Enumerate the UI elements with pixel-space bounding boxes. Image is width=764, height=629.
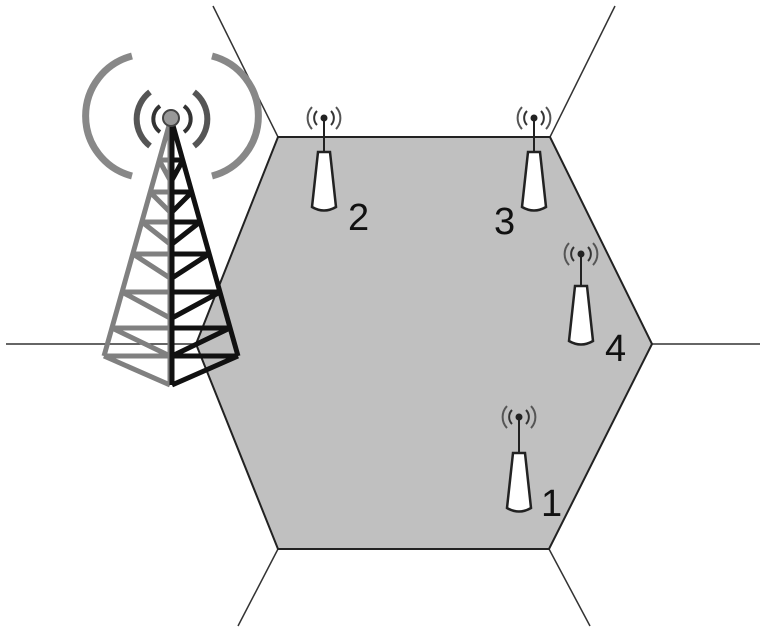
device-3: 3 [494,106,552,243]
device-label-3: 3 [494,201,515,243]
antenna-device-icon [306,106,342,212]
device-label-2: 2 [348,197,369,239]
device-label-4: 4 [605,328,626,370]
cell-tower-icon [82,52,262,388]
device-label-1: 1 [541,483,562,525]
antenna-device-icon [516,106,552,212]
antenna-device-icon [563,242,599,346]
device-2: 2 [306,106,369,239]
device-4: 4 [563,242,626,370]
antenna-device-icon [501,405,537,513]
device-1: 1 [501,405,562,525]
